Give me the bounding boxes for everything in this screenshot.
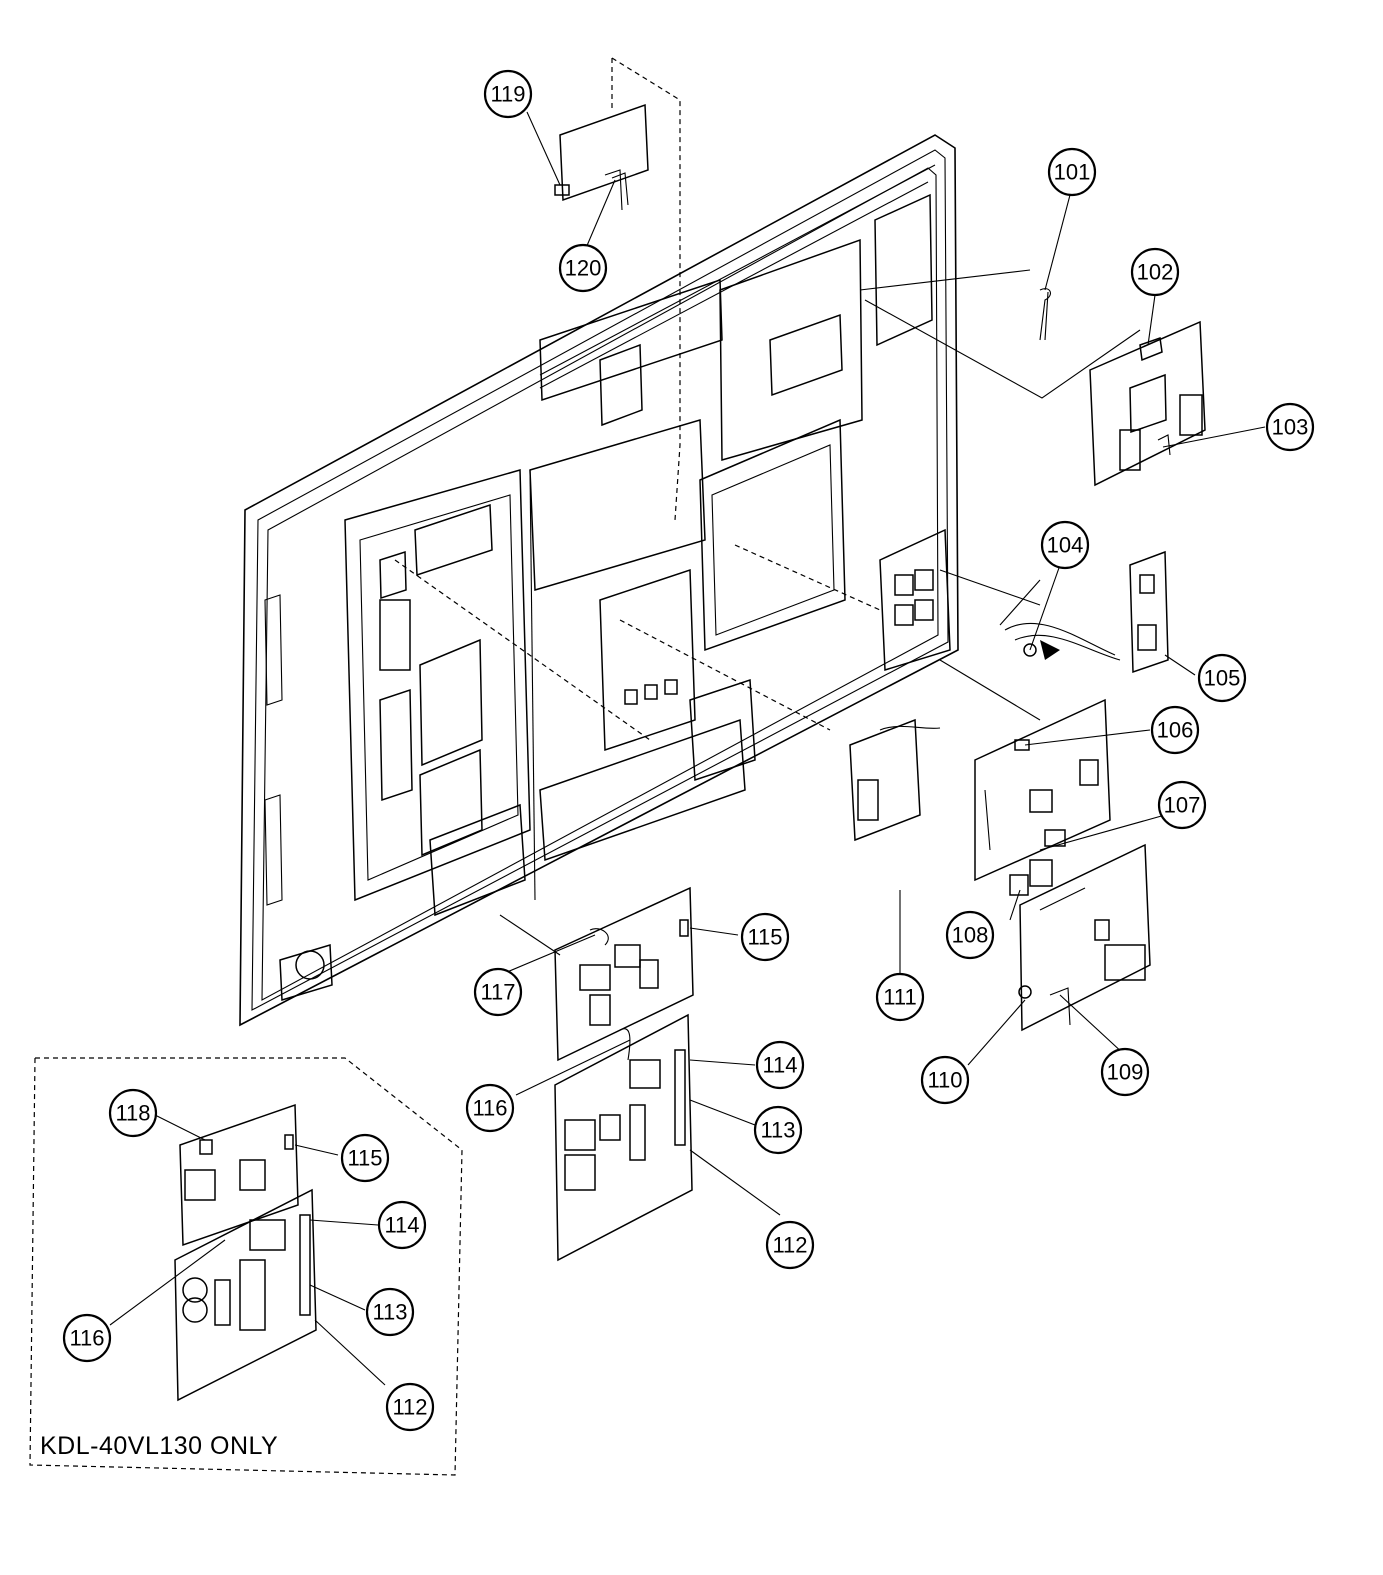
callout-112-variant: 112 [385,1382,435,1432]
callout-115: 115 [740,912,790,962]
callout-108: 108 [945,910,995,960]
svg-text:115: 115 [347,1146,382,1171]
board-115-117 [554,886,694,1062]
callout-110: 110 [920,1055,970,1105]
board-112-116 [554,1013,693,1262]
svg-text:107: 107 [1164,793,1201,818]
chips-108 [1009,814,1166,896]
svg-text:114: 114 [762,1053,797,1078]
svg-text:112: 112 [772,1233,807,1258]
svg-text:115: 115 [747,925,782,950]
svg-text:109: 109 [1107,1060,1144,1085]
svg-text:119: 119 [490,82,525,107]
callout-120: 120 [558,243,608,293]
svg-text:117: 117 [480,980,515,1005]
svg-text:118: 118 [115,1101,150,1126]
svg-text:108: 108 [952,923,989,948]
board-102-103 [1089,320,1206,487]
board-119-120 [554,103,649,211]
callout-leaders [109,111,1266,1386]
callout-104: 104 [1040,520,1090,570]
svg-text:113: 113 [372,1300,407,1325]
callout-101: 101 [1047,147,1097,197]
svg-text:102: 102 [1137,260,1174,285]
callout-119: 119 [483,69,533,119]
callout-118: 118 [108,1088,158,1138]
callout-106: 106 [1150,705,1200,755]
callout-102: 102 [1130,247,1180,297]
svg-text:112: 112 [392,1395,427,1420]
variant-note-label: KDL-40VL130 ONLY [40,1432,279,1460]
svg-text:101: 101 [1054,160,1091,185]
svg-text:111: 111 [883,985,916,1010]
callout-114: 114 [755,1040,805,1090]
callout-117: 117 [473,967,523,1017]
cable-101 [1039,288,1051,341]
svg-text:110: 110 [927,1068,962,1093]
callout-111: 111 [875,972,925,1022]
svg-text:114: 114 [384,1213,419,1238]
board-109-110 [1018,843,1151,1032]
explosion-lines [394,57,1141,975]
svg-text:116: 116 [69,1326,104,1351]
board-105 [1004,550,1169,674]
callout-112: 112 [765,1220,815,1270]
callout-115-variant: 115 [340,1133,390,1183]
callout-107: 107 [1157,780,1207,830]
svg-text:106: 106 [1157,718,1194,743]
callout-114-variant: 114 [377,1200,427,1250]
variant-box [29,1057,463,1476]
callout-116-variant: 116 [62,1313,112,1363]
board-106 [974,698,1111,882]
callout-103: 103 [1265,402,1315,452]
svg-text:116: 116 [472,1096,507,1121]
svg-text:120: 120 [565,256,602,281]
callout-113: 113 [753,1105,803,1155]
board-111 [849,718,941,842]
callout-109: 109 [1100,1047,1150,1097]
svg-text:105: 105 [1204,666,1241,691]
callout-105: 105 [1197,653,1247,703]
svg-text:104: 104 [1047,533,1084,558]
callout-116: 116 [465,1083,515,1133]
svg-text:113: 113 [760,1118,795,1143]
callout-113-variant: 113 [365,1287,415,1337]
tv-chassis [239,134,959,1027]
svg-text:103: 103 [1272,415,1309,440]
